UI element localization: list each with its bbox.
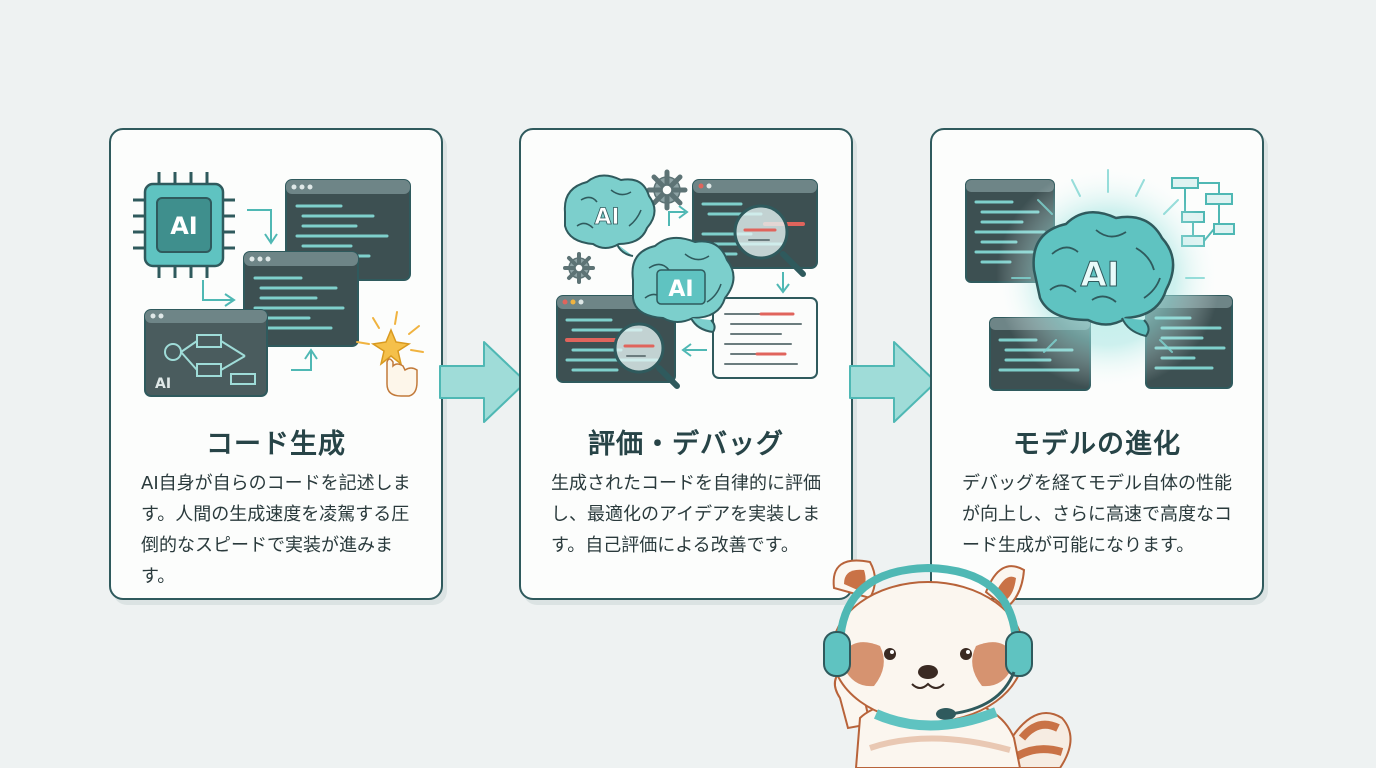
step-card-model-evolution: AI モデルの進化 デバッグを経てモデル自体の性能が向上し、さらに高速で高度なコ… [930,128,1264,600]
evaluation-illustration: AI AI [556,169,818,389]
flow-arrow [439,341,527,423]
code-window-icon [243,251,359,347]
brain-ai-label: AI [1081,255,1120,295]
model-evolution-illustration: AI [965,166,1235,391]
card-description: デバッグを経てモデル自体の性能が向上し、さらに高速で高度なコード生成が可能になり… [962,473,1232,556]
ai-chip-label: AI [170,212,198,240]
ai-chip-icon: AI [133,172,235,278]
brain-icon: AI [563,174,656,257]
step-card-code-generation: AI AI [109,128,443,600]
brain-ai-label: AI [668,277,693,302]
brain-ai-label: AI [594,205,619,230]
card-title: モデルの進化 [1013,429,1181,460]
card-description: 生成されたコードを自律的に評価し、最適化のアイデアを実装します。自己評価による改… [551,473,821,556]
card-description: AI自身が自らのコードを記述します。人間の生成速度を凌駕する圧倒的なスピードで実… [141,473,411,587]
magnifier-icon [733,204,806,277]
card-title: コード生成 [206,429,346,460]
brain-icon: AI [1032,211,1175,338]
gear-icon [563,252,595,284]
tap-hand-icon [356,311,424,397]
step-card-evaluation-debug: AI AI 評価・デバッグ 生成されたコードを自律的に評価し、最適化のアイデアを… [519,128,853,600]
flowchart-icon: AI [144,309,268,397]
code-window-icon [712,297,818,379]
flowchart-ai-label: AI [155,376,171,392]
magnifier-icon [613,322,680,389]
card-title: 評価・デバッグ [588,429,784,460]
red-panda-mascot [823,559,1072,768]
brain-icon: AI [631,236,735,334]
code-generation-illustration: AI AI [133,172,424,397]
gear-icon [646,169,688,211]
flow-arrow [849,341,937,423]
